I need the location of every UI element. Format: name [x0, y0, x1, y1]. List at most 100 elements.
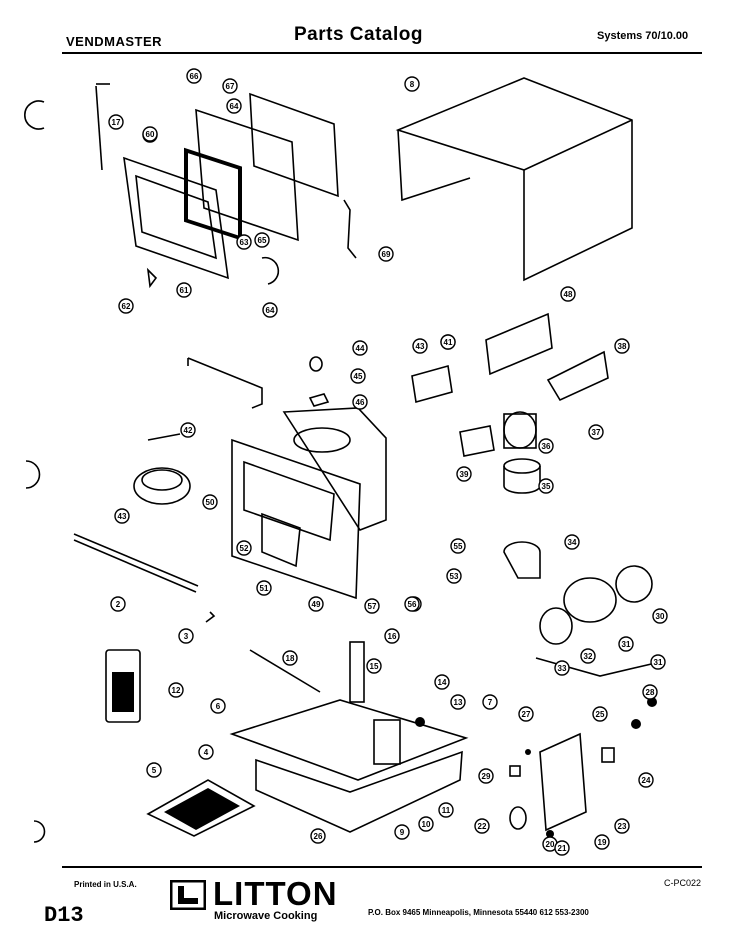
callout-10: 10: [418, 816, 434, 832]
callout-45: 45: [350, 368, 366, 384]
magnetron-assembly: [231, 356, 387, 600]
callout-8: 8: [404, 76, 420, 92]
svg-text:51: 51: [260, 584, 269, 593]
callout-41: 41: [440, 334, 456, 350]
page-code: D13: [44, 903, 84, 928]
callout-55: 55: [450, 538, 466, 554]
cabinet-wrapper: [395, 77, 633, 282]
callout-24: 24: [638, 772, 654, 788]
svg-text:15: 15: [370, 662, 379, 671]
svg-text:48: 48: [564, 290, 573, 299]
callout-50: 50: [202, 494, 218, 510]
callout-28: 28: [642, 684, 658, 700]
svg-text:26: 26: [314, 832, 323, 841]
callout-12: 12: [168, 682, 184, 698]
svg-text:55: 55: [454, 542, 463, 551]
svg-text:4: 4: [204, 748, 209, 757]
svg-text:64: 64: [230, 102, 239, 111]
svg-text:12: 12: [172, 686, 181, 695]
binder-hole-bottom: [33, 820, 46, 843]
fan-and-motor-parts: [411, 312, 661, 677]
svg-text:31: 31: [654, 658, 663, 667]
svg-text:3: 3: [184, 632, 189, 641]
callout-29: 29: [478, 768, 494, 784]
svg-text:43: 43: [118, 512, 127, 521]
litton-logo-icon: [170, 880, 206, 910]
svg-text:16: 16: [388, 632, 397, 641]
callout-18: 18: [282, 650, 298, 666]
svg-text:24: 24: [642, 776, 651, 785]
base-assembly: [105, 641, 657, 838]
callout-44: 44: [352, 340, 368, 356]
callout-42: 42: [180, 422, 196, 438]
callout-64: 64: [226, 98, 242, 114]
svg-text:14: 14: [438, 678, 447, 687]
svg-text:22: 22: [478, 822, 487, 831]
callout-34: 34: [564, 534, 580, 550]
company-address: P.O. Box 9465 Minneapolis, Minnesota 554…: [368, 908, 589, 917]
callout-15: 15: [366, 658, 382, 674]
exploded-parts-diagram: 6667646817606365616264698484440454643413…: [73, 68, 668, 856]
svg-text:18: 18: [286, 654, 295, 663]
svg-text:27: 27: [522, 710, 531, 719]
binder-hole-middle: [25, 460, 41, 489]
svg-text:5: 5: [152, 766, 157, 775]
systems-label: Systems 70/10.00: [597, 30, 689, 42]
svg-text:28: 28: [646, 688, 655, 697]
callout-33: 33: [554, 660, 570, 676]
svg-text:49: 49: [312, 600, 321, 609]
svg-text:67: 67: [226, 82, 235, 91]
callout-57: 57: [364, 598, 380, 614]
svg-text:20: 20: [546, 840, 555, 849]
callout-17: 17: [108, 114, 124, 130]
left-middle-parts: [73, 357, 263, 623]
page-id: C-PC022: [664, 878, 702, 888]
callout-35: 35: [538, 478, 554, 494]
svg-text:41: 41: [444, 338, 453, 347]
svg-text:9: 9: [400, 828, 405, 837]
callout-46: 46: [352, 394, 368, 410]
logo-wordmark: LITTON: [213, 875, 338, 912]
svg-text:36: 36: [542, 442, 551, 451]
printed-in-label: Printed in U.S.A.: [74, 880, 137, 889]
callout-48: 48: [560, 286, 576, 302]
callout-51: 51: [256, 580, 272, 596]
svg-text:8: 8: [410, 80, 415, 89]
callout-60: 60: [142, 126, 158, 142]
callout-27: 27: [518, 706, 534, 722]
svg-text:66: 66: [190, 72, 199, 81]
callout-62: 62: [118, 298, 134, 314]
svg-text:46: 46: [356, 398, 365, 407]
svg-text:39: 39: [460, 470, 469, 479]
callout-7: 7: [482, 694, 498, 710]
svg-text:13: 13: [454, 698, 463, 707]
svg-text:42: 42: [184, 426, 193, 435]
callout-4: 4: [198, 744, 214, 760]
callout-30: 30: [652, 608, 668, 624]
callout-37: 37: [588, 424, 604, 440]
svg-text:44: 44: [356, 344, 365, 353]
svg-text:61: 61: [180, 286, 189, 295]
callout-5: 5: [146, 762, 162, 778]
svg-text:60: 60: [146, 130, 155, 139]
callout-16: 16: [384, 628, 400, 644]
callout-56: 56: [404, 596, 420, 612]
callout-49: 49: [308, 596, 324, 612]
svg-text:64: 64: [266, 306, 275, 315]
svg-text:6: 6: [216, 702, 221, 711]
door-assembly: [95, 83, 357, 289]
callout-39: 39: [456, 466, 472, 482]
svg-text:62: 62: [122, 302, 131, 311]
svg-text:29: 29: [482, 772, 491, 781]
callout-6: 6: [210, 698, 226, 714]
svg-text:35: 35: [542, 482, 551, 491]
callout-64: 64: [262, 302, 278, 318]
svg-text:32: 32: [584, 652, 593, 661]
callout-65: 65: [254, 232, 270, 248]
callout-38: 38: [614, 338, 630, 354]
svg-text:63: 63: [240, 238, 249, 247]
svg-text:7: 7: [488, 698, 493, 707]
svg-text:43: 43: [416, 342, 425, 351]
callout-22: 22: [474, 818, 490, 834]
callout-61: 61: [176, 282, 192, 298]
